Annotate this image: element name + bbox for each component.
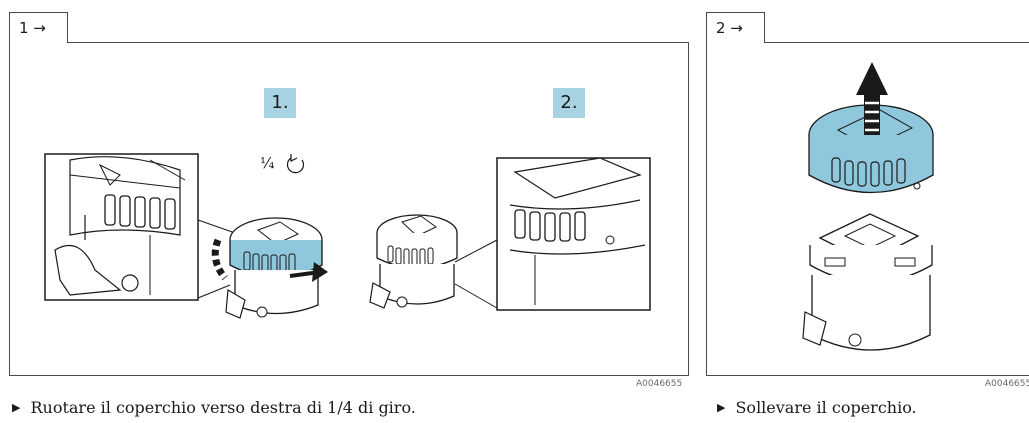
device-opened [369, 214, 458, 309]
zoom-detail-right [496, 157, 651, 311]
figure-2-code: A0046655 [985, 379, 1029, 389]
step-1-label: 1. [264, 88, 296, 118]
instruction-1: ▶ Ruotare il coperchio verso destra di 1/… [12, 398, 416, 418]
zoom-detail-left [44, 153, 199, 301]
instruction-2: ▶ Sollevare il coperchio. [717, 398, 917, 418]
bullet-icon: ▶ [717, 401, 726, 414]
device-open-housing [802, 213, 933, 351]
lift-arrow-icon [856, 62, 888, 135]
device-rotating [211, 217, 328, 319]
figure-1-tab: 1 → [9, 12, 68, 43]
step-2-label: 2. [553, 88, 585, 118]
bullet-icon: ▶ [12, 401, 21, 414]
figure-2-tab: 2 → [706, 12, 765, 43]
figure-1-code: A0046655 [636, 379, 683, 389]
instruction-2-text: Sollevare il coperchio. [735, 398, 917, 417]
instruction-1-text: Ruotare il coperchio verso destra di 1/4… [30, 398, 416, 417]
rotation-quarter-label: ¼ [260, 154, 275, 172]
rotate-clockwise-icon [286, 154, 305, 174]
